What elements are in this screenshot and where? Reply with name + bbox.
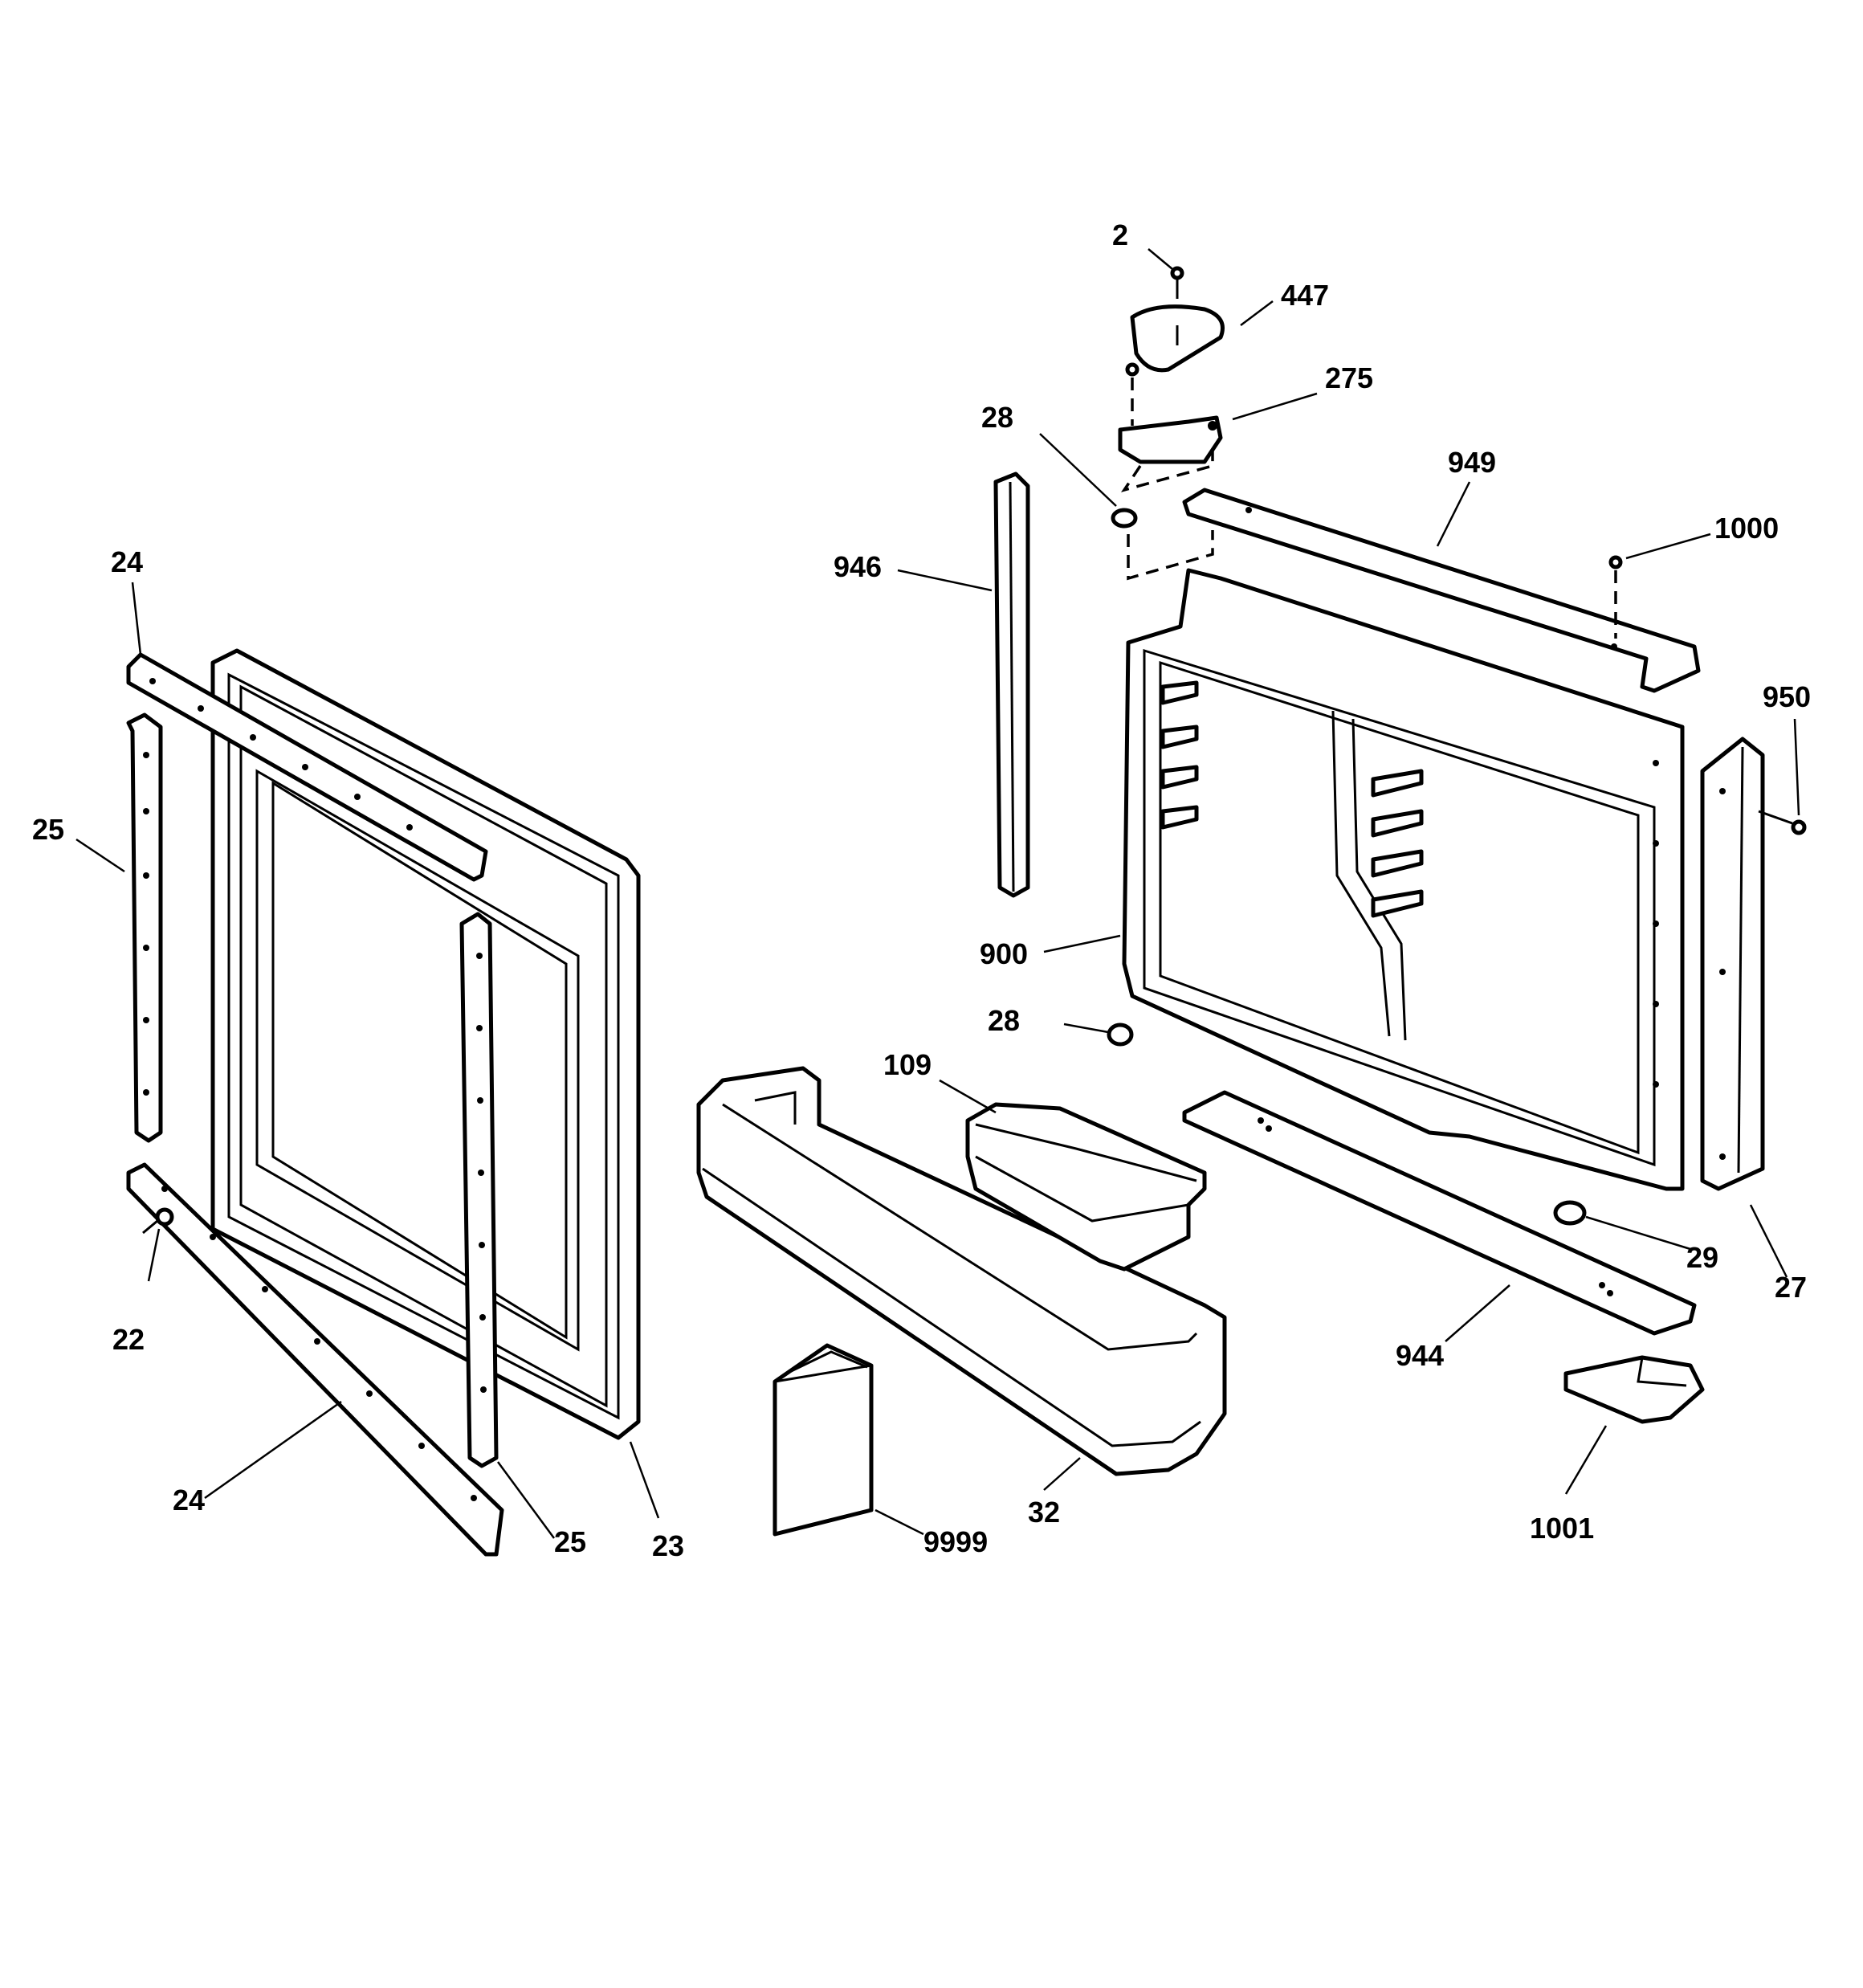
callout-447: 447: [1281, 279, 1329, 312]
screw-2: [1170, 266, 1184, 299]
rail-946: [993, 471, 1030, 898]
callout-109: 109: [883, 1048, 932, 1081]
door-bin-32: [696, 1066, 1227, 1476]
strip-24-bottom: [126, 1162, 504, 1557]
callout-24-top: 24: [111, 545, 143, 578]
screw-950: [1758, 810, 1807, 835]
callout-23: 23: [652, 1529, 684, 1562]
screw-1000: [1608, 555, 1623, 639]
callout-28-mid: 28: [988, 1004, 1020, 1037]
callout-29: 29: [1686, 1241, 1718, 1274]
callout-1001: 1001: [1530, 1512, 1594, 1545]
bushing-28-mid: [1107, 1023, 1134, 1047]
small-bin-109: [965, 1102, 1207, 1272]
callout-900: 900: [980, 937, 1028, 970]
callout-27: 27: [1775, 1271, 1807, 1304]
bracket-1001: [1563, 1355, 1705, 1424]
callout-944: 944: [1396, 1339, 1444, 1372]
callout-22: 22: [112, 1323, 145, 1356]
callout-labels: 2 447 275 28 949 1000 946 950 24 25 900 …: [32, 218, 1811, 1562]
bushing-29: [1553, 1200, 1587, 1226]
booklet-9999: [773, 1343, 874, 1537]
leader-lines: [75, 248, 1800, 1539]
strip-25-right: [459, 912, 499, 1468]
callout-946: 946: [834, 550, 882, 583]
callout-28-top: 28: [981, 401, 1013, 434]
screw-22: [142, 1207, 174, 1235]
callout-2: 2: [1112, 218, 1128, 251]
callout-1000: 1000: [1714, 512, 1779, 545]
hinge-cover-447: [1130, 304, 1225, 373]
callout-24-bottom: 24: [173, 1484, 205, 1517]
bottom-rail-944: [1182, 1090, 1697, 1336]
strip-25-left: [126, 712, 163, 1143]
door-frame-23: [210, 648, 641, 1440]
callout-275: 275: [1325, 361, 1373, 394]
callout-950: 950: [1763, 680, 1811, 713]
callout-32: 32: [1028, 1496, 1060, 1529]
callout-9999: 9999: [923, 1525, 988, 1558]
hinge-275: [1118, 362, 1223, 492]
bushing-28-top: [1111, 508, 1214, 581]
callout-25-left: 25: [32, 813, 64, 846]
top-trim-949: [1182, 488, 1701, 693]
callout-949: 949: [1448, 446, 1496, 479]
callout-25-bottom: 25: [554, 1525, 586, 1558]
side-trim-27: [1700, 737, 1765, 1191]
liner-900: [1122, 568, 1685, 1191]
